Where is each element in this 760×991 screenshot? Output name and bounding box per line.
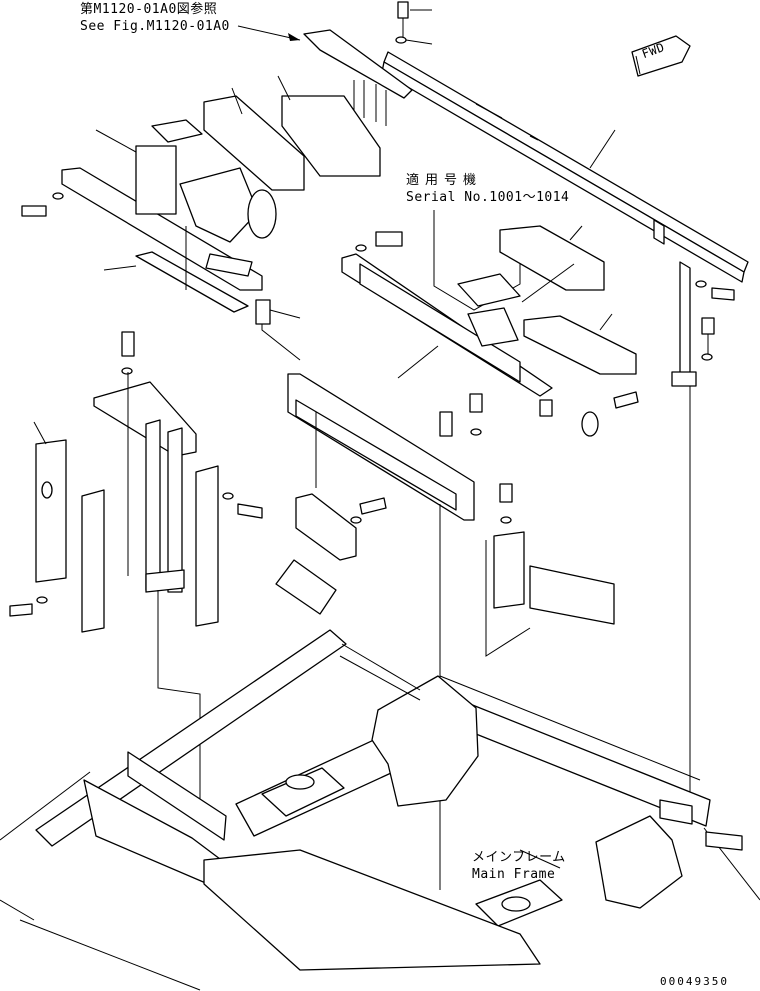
reference-note-jp: 第M1120-01A0図参照 bbox=[80, 2, 218, 17]
middle-panels bbox=[275, 373, 615, 890]
reference-note-en: See Fig.M1120-01A0 bbox=[80, 19, 230, 34]
reference-arrow bbox=[237, 25, 301, 41]
left-column-members bbox=[9, 331, 263, 800]
main-frame-label-jp: メインフレーム bbox=[472, 850, 566, 865]
upper-bracket bbox=[303, 29, 413, 126]
fwd-direction-icon bbox=[631, 35, 691, 77]
main-frame bbox=[0, 629, 760, 991]
top-rail-assembly bbox=[381, 1, 749, 810]
drawing-number: 00049350 bbox=[660, 975, 729, 988]
left-upper-assembly bbox=[21, 75, 381, 361]
serial-note-jp: 適用号機 bbox=[406, 173, 483, 188]
serial-group-assembly bbox=[341, 210, 639, 437]
main-frame-label-en: Main Frame bbox=[472, 867, 556, 882]
serial-note-en: Serial No.1001～1014 bbox=[406, 190, 570, 205]
